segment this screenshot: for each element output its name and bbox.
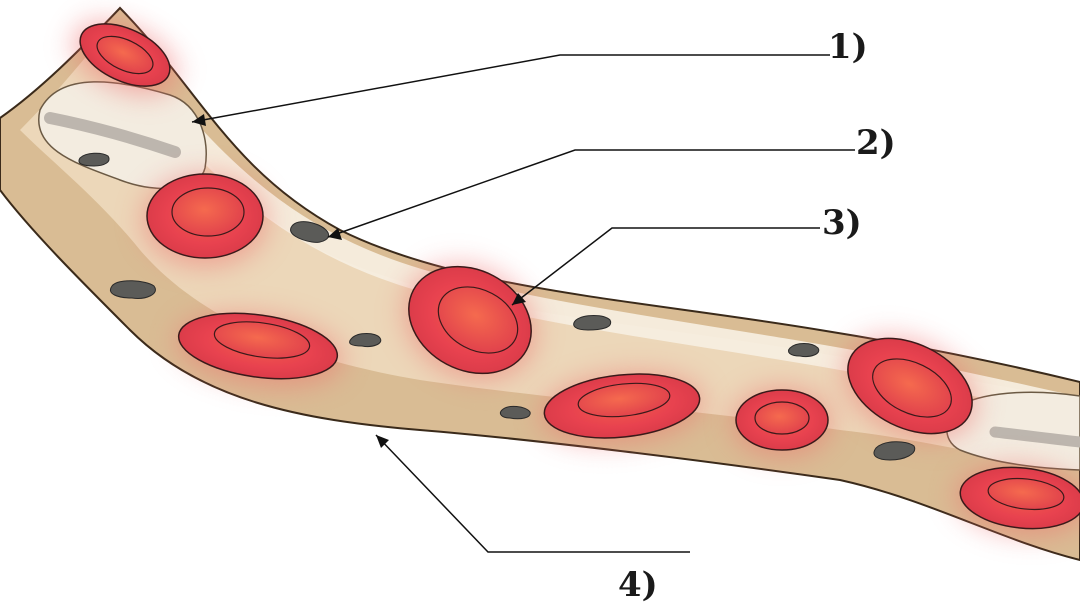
platelet xyxy=(574,316,611,331)
label-4: 4) xyxy=(618,565,658,604)
label-1: 1) xyxy=(828,27,868,67)
platelet xyxy=(79,153,109,166)
label-3: 3) xyxy=(822,203,862,243)
leader-line-2 xyxy=(328,150,855,237)
label-2: 2) xyxy=(856,123,896,163)
platelet xyxy=(110,281,155,299)
platelet xyxy=(788,344,818,357)
platelet xyxy=(500,406,530,418)
leader-line-1 xyxy=(192,55,830,122)
